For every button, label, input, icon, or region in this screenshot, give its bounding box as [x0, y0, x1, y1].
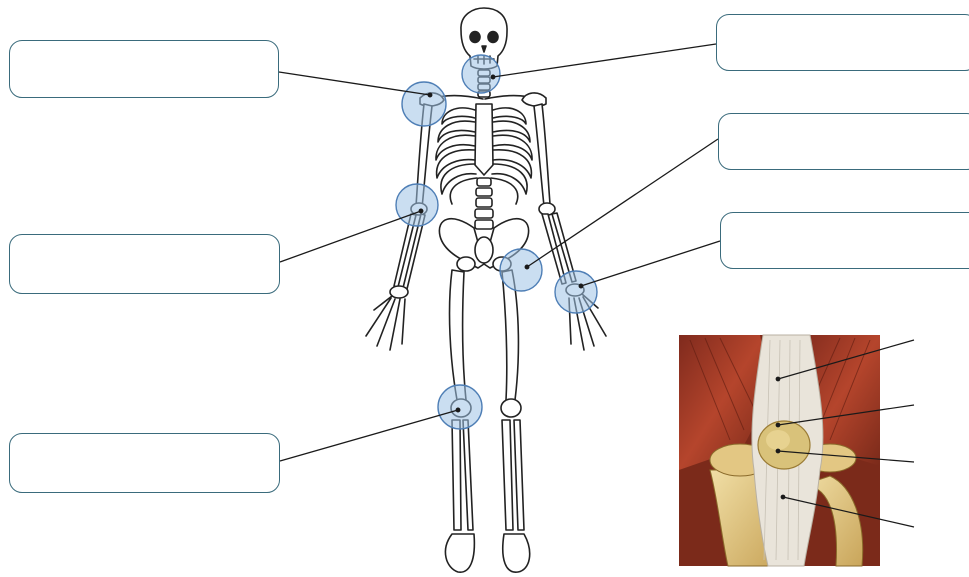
- neck-leader-line: [493, 44, 716, 77]
- elbow-label-box[interactable]: [9, 234, 280, 294]
- knee-joint-highlight: [438, 385, 482, 429]
- neck-joint-highlight: [462, 55, 500, 93]
- hip-label-box[interactable]: [718, 113, 969, 170]
- wrist-leader-line: [581, 241, 720, 286]
- lumbar-spine: [475, 178, 493, 229]
- hip-leader-line: [527, 139, 718, 267]
- hip-joint-highlight: [500, 249, 542, 291]
- shoulder-label-box[interactable]: [9, 40, 279, 98]
- knee-label-box[interactable]: [9, 433, 280, 493]
- shoulder-joint-highlight: [402, 82, 446, 126]
- wrist-joint-highlight: [555, 271, 597, 313]
- right-arm: [534, 104, 606, 350]
- knee-anatomy-inset: [679, 335, 914, 566]
- shoulder-leader-line: [279, 72, 430, 95]
- knee-leader-line: [280, 410, 458, 461]
- elbow-joint-highlight: [396, 184, 438, 226]
- neck-label-box[interactable]: [716, 14, 969, 71]
- wrist-label-box[interactable]: [720, 212, 969, 269]
- elbow-leader-line: [280, 211, 421, 262]
- right-leg: [501, 270, 530, 572]
